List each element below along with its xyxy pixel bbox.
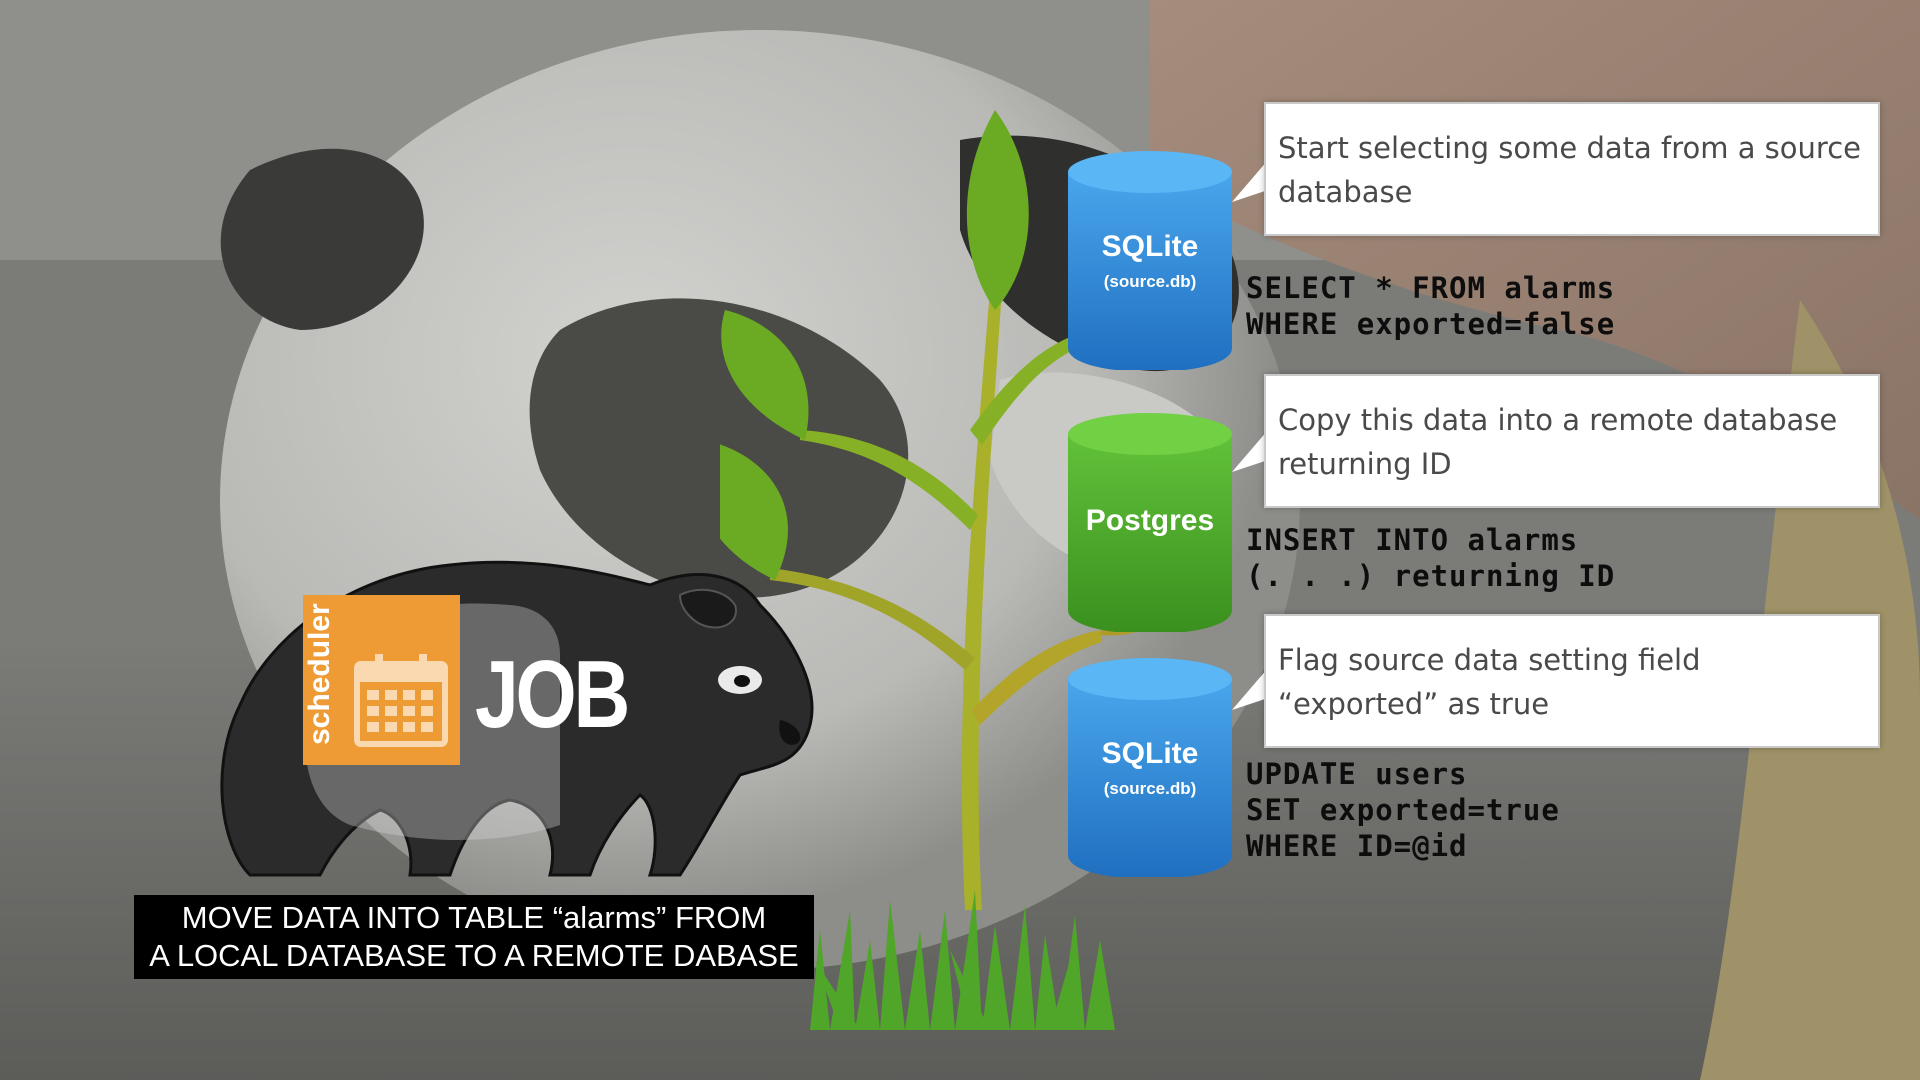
database-icon	[1068, 413, 1232, 632]
calendar-icon	[354, 654, 448, 747]
database-postgres: Postgres	[1067, 412, 1233, 632]
database-icon	[1068, 658, 1232, 877]
job-title: JOB	[475, 641, 630, 748]
callout-step-2: Copy this data into a remote database re…	[1264, 374, 1880, 508]
sql-step-1: SELECT * FROM alarms WHERE exported=fals…	[1246, 270, 1615, 342]
scheduler-label: scheduler	[303, 603, 336, 745]
job-caption-line2: A LOCAL DATABASE TO A REMOTE DABASE	[149, 938, 799, 973]
callout-tail	[1232, 430, 1268, 472]
db-name: SQLite	[1101, 230, 1199, 263]
sql-line: UPDATE users	[1246, 757, 1468, 791]
sql-step-2: INSERT INTO alarms (. . .) returning ID	[1246, 522, 1615, 594]
callout-tail	[1232, 668, 1268, 710]
database-icon	[1068, 151, 1232, 370]
db-subtitle: (source.db)	[1103, 272, 1197, 291]
sql-line: SET exported=true	[1246, 793, 1560, 827]
callout-step-1: Start selecting some data from a source …	[1264, 102, 1880, 236]
database-sqlite-source-2: SQLite (source.db)	[1067, 657, 1233, 877]
callout-step-3: Flag source data setting field “exported…	[1264, 614, 1880, 748]
sql-line: SELECT * FROM alarms	[1246, 271, 1616, 305]
sql-line: WHERE ID=@id	[1246, 829, 1468, 863]
job-caption-line1: MOVE DATA INTO TABLE “alarms” FROM	[181, 900, 767, 935]
db-name: SQLite	[1101, 737, 1199, 770]
db-subtitle: (source.db)	[1103, 779, 1197, 798]
callout-tail	[1232, 160, 1268, 202]
database-sqlite-source-1: SQLite (source.db)	[1067, 150, 1233, 370]
sql-step-3: UPDATE users SET exported=true WHERE ID=…	[1246, 756, 1560, 864]
sql-line: (. . .) returning ID	[1246, 559, 1616, 593]
sql-line: INSERT INTO alarms	[1246, 523, 1579, 557]
sql-line: WHERE exported=false	[1246, 307, 1616, 341]
scheduler-badge	[303, 595, 460, 765]
plant-icon	[720, 110, 1140, 1030]
db-name: Postgres	[1085, 504, 1215, 537]
job-caption: MOVE DATA INTO TABLE “alarms” FROM A LOC…	[134, 895, 814, 979]
